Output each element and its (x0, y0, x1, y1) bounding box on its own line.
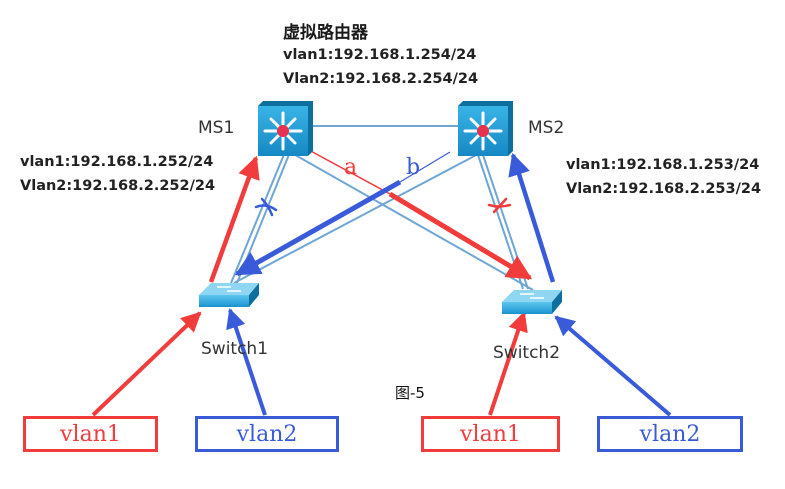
link-ms2-switch2 (481, 151, 529, 290)
ms2-label: MS2 (528, 118, 565, 138)
path-a-arrow (388, 191, 533, 281)
host-vlan1-left[interactable]: vlan1 (23, 416, 158, 452)
virtual-router-vlan2-ip: Vlan2:192.168.2.254/24 (283, 71, 479, 87)
arrow-host1-switch1 (91, 311, 202, 417)
blocked-mark-right-icon (487, 197, 512, 214)
path-a-label: a (344, 155, 358, 180)
arrow-host4-switch2 (554, 315, 672, 417)
path-b-thin (399, 151, 451, 183)
link-ms2-switch1 (233, 151, 483, 284)
host-vlan2-left[interactable]: vlan2 (195, 416, 339, 452)
ms1-ips: vlan1:192.168.1.252/24 Vlan2:192.168.2.2… (20, 150, 215, 198)
switch1-label: Switch1 (201, 339, 269, 359)
switch1-device-icon[interactable] (199, 283, 259, 307)
path-b-label: b (406, 155, 421, 180)
switch2-device-icon[interactable] (502, 290, 562, 314)
ms2-ips: vlan1:192.168.1.253/24 Vlan2:192.168.2.2… (566, 153, 761, 201)
host-vlan1-right[interactable]: vlan1 (421, 416, 560, 452)
ms2-vlan1-ip: vlan1:192.168.1.253/24 (566, 157, 760, 173)
arrow-switch1-ms1-vlan1 (208, 155, 260, 283)
link-ms1-switch1-b (236, 151, 291, 284)
path-b-arrow (234, 179, 402, 277)
ms1-vlan2-ip: Vlan2:192.168.2.252/24 (20, 178, 216, 194)
ms2-vlan2-ip: Vlan2:192.168.2.253/24 (566, 181, 762, 197)
switch2-label: Switch2 (493, 343, 561, 363)
ms1-device-icon[interactable] (258, 101, 313, 156)
arrow-host2-switch1 (226, 308, 267, 416)
virtual-router-ips: vlan1:192.168.1.254/24 Vlan2:192.168.2.2… (283, 43, 478, 91)
ms1-vlan1-ip: vlan1:192.168.1.252/24 (20, 154, 214, 170)
blocked-mark-left-icon (254, 197, 278, 217)
figure-caption: 图-5 (395, 384, 425, 402)
link-ms1-switch2 (289, 151, 534, 291)
links (230, 125, 534, 291)
virtual-router-title: 虚拟路由器 (283, 23, 368, 43)
arrow-host3-switch2 (488, 311, 528, 416)
ms2-device-icon[interactable] (458, 101, 513, 156)
ms1-label: MS1 (198, 118, 235, 138)
virtual-router-vlan1-ip: vlan1:192.168.1.254/24 (283, 47, 477, 63)
host-vlan2-right[interactable]: vlan2 (597, 416, 743, 452)
arrow-switch2-ms2-vlan2 (508, 152, 556, 283)
path-a-thin (306, 148, 391, 195)
